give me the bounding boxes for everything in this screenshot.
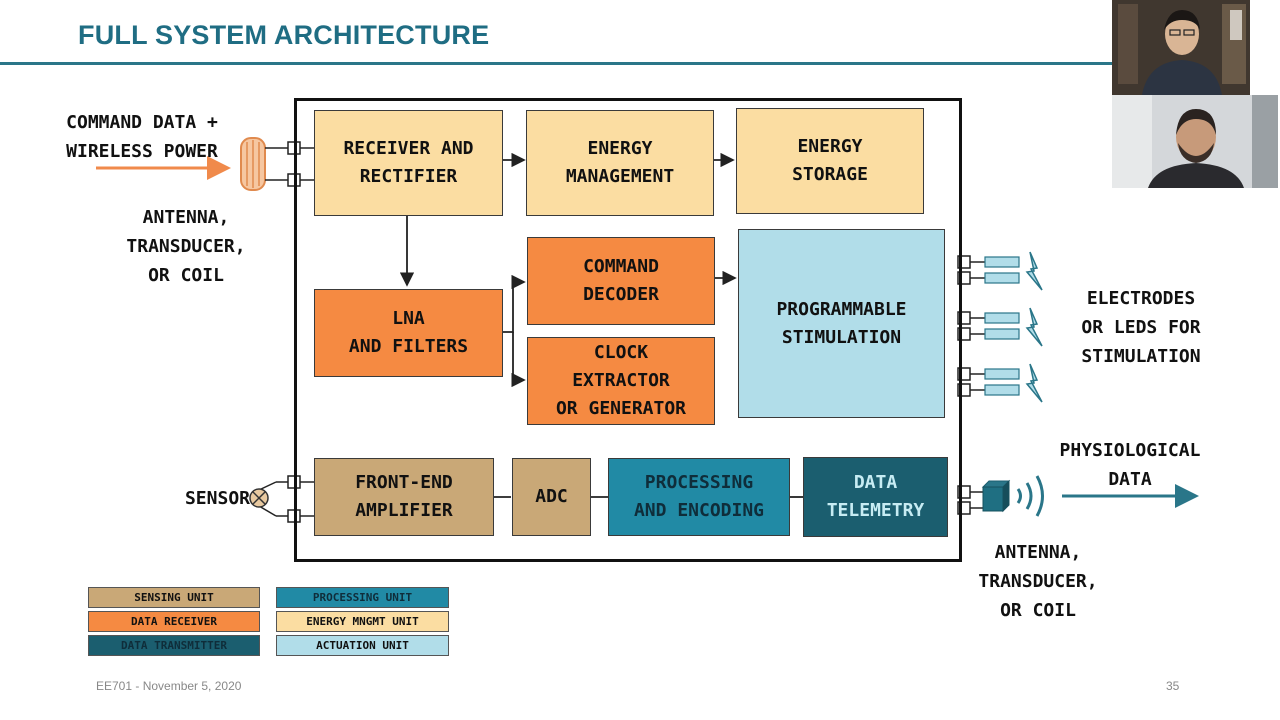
electrode-icons xyxy=(984,256,1020,396)
data-telemetry-block: DATA TELEMETRY xyxy=(803,457,948,537)
participant-video-1[interactable] xyxy=(1112,0,1250,95)
energy-storage-block: ENERGY STORAGE xyxy=(736,108,924,214)
lna-filters-block: LNA AND FILTERS xyxy=(314,289,503,377)
command-data-label: COMMAND DATA + WIRELESS POWER xyxy=(66,112,218,162)
legend-actuation-unit: ACTUATION UNIT xyxy=(276,635,449,656)
clock-extractor-block: CLOCK EXTRACTOR OR GENERATOR xyxy=(527,337,715,425)
sensor-label: SENSOR xyxy=(184,488,250,509)
front-end-amplifier-block: FRONT-END AMPLIFIER xyxy=(314,458,494,536)
participant-video-2[interactable] xyxy=(1112,95,1278,188)
lightning-icon xyxy=(1025,251,1043,403)
wireless-waves-icon xyxy=(1016,475,1044,517)
legend-energy-unit: ENERGY MNGMT UNIT xyxy=(276,611,449,632)
electrodes-label: ELECTRODES OR LEDS FOR STIMULATION xyxy=(1081,288,1201,367)
legend-processing-unit: PROCESSING UNIT xyxy=(276,587,449,608)
sensor-icon xyxy=(249,481,288,517)
slide-title: FULL SYSTEM ARCHITECTURE xyxy=(78,20,490,50)
chip-boundary xyxy=(294,98,962,562)
page-number: 35 xyxy=(1166,679,1180,693)
legend-sensing-unit: SENSING UNIT xyxy=(88,587,260,608)
command-decoder-block: COMMAND DECODER xyxy=(527,237,715,325)
receiver-rectifier-block: RECEIVER AND RECTIFIER xyxy=(314,110,503,216)
antenna-output-label: ANTENNA, TRANSDUCER, OR COIL xyxy=(978,542,1098,621)
processing-encoding-block: PROCESSING AND ENCODING xyxy=(608,458,790,536)
internal-arrows xyxy=(399,152,803,498)
participant-2-avatar xyxy=(1112,95,1278,188)
adc-block: ADC xyxy=(512,458,591,536)
programmable-stimulation-block: PROGRAMMABLE STIMULATION xyxy=(738,229,945,418)
legend-data-transmitter: DATA TRANSMITTER xyxy=(88,635,260,656)
transmitter-cube-icon xyxy=(981,479,1011,513)
title-underline xyxy=(0,62,1118,65)
electrode-pads xyxy=(957,255,985,397)
physiological-data-label: PHYSIOLOGICAL DATA xyxy=(1059,440,1201,490)
antenna-input-label: ANTENNA, TRANSDUCER, OR COIL xyxy=(126,207,246,286)
energy-management-block: ENERGY MANAGEMENT xyxy=(526,110,714,216)
legend-data-receiver: DATA RECEIVER xyxy=(88,611,260,632)
footer-course-date: EE701 - November 5, 2020 xyxy=(96,679,242,693)
participant-1-avatar xyxy=(1112,0,1250,95)
